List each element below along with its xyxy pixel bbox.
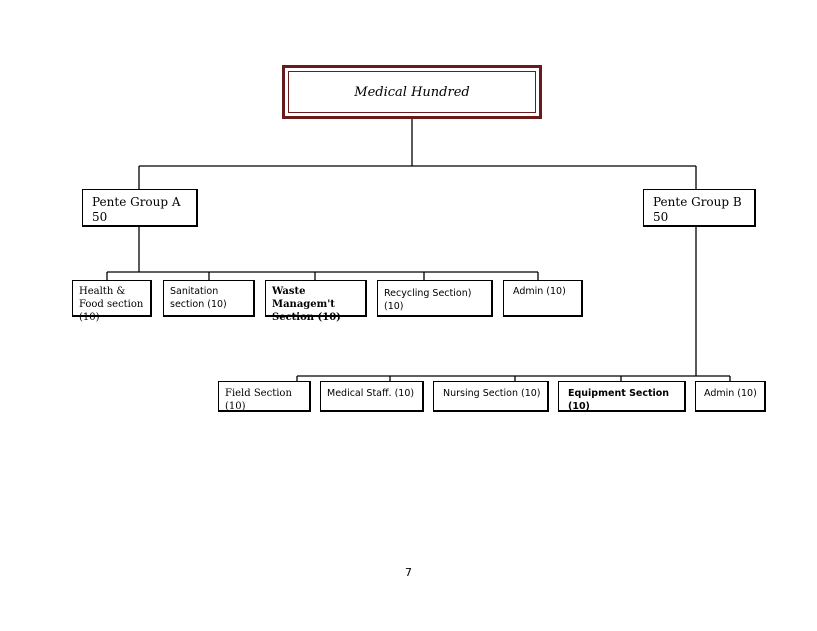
section-label: Sanitation section (10) [170,286,227,310]
section-recycling: Recycling Section) (10) [377,280,493,317]
section-label: Admin (10) [704,388,757,399]
section-label: Admin (10) [513,286,566,297]
section-waste-management: Waste Managem't Section (10) [265,280,367,323]
section-admin-a: Admin (10) [503,280,583,317]
section-label: Medical Staff. (10) [327,388,415,399]
page-number: 7 [405,566,412,579]
title-text: Medical Hundred [354,84,470,100]
section-equipment: Equipment Section (10) [558,381,686,412]
section-label: Equipment Section (10) [568,388,670,412]
section-label: Health & Food section (10) [79,286,144,323]
section-health-food: Health & Food section (10) [72,280,152,323]
group-a-box: Pente Group A 50 [82,189,198,227]
section-sanitation: Sanitation section (10) [163,280,255,317]
section-medical-staff: Medical Staff. (10) [320,381,424,412]
group-b-box: Pente Group B 50 [643,189,756,227]
group-b-name: Pente Group B [653,195,742,209]
section-label: Nursing Section (10) [443,388,541,399]
section-admin-b: Admin (10) [695,381,766,412]
title-box-inner: Medical Hundred [288,71,536,113]
group-a-name: Pente Group A [92,195,181,209]
section-label: Waste Managem't Section (10) [272,286,341,323]
group-a-count: 50 [92,210,108,224]
group-b-count: 50 [653,210,669,224]
title-box: Medical Hundred [282,65,542,119]
section-label: Field Section (10) [225,388,292,412]
section-nursing: Nursing Section (10) [433,381,549,412]
section-field: Field Section (10) [218,381,311,412]
section-label: Recycling Section) (10) [384,288,472,312]
